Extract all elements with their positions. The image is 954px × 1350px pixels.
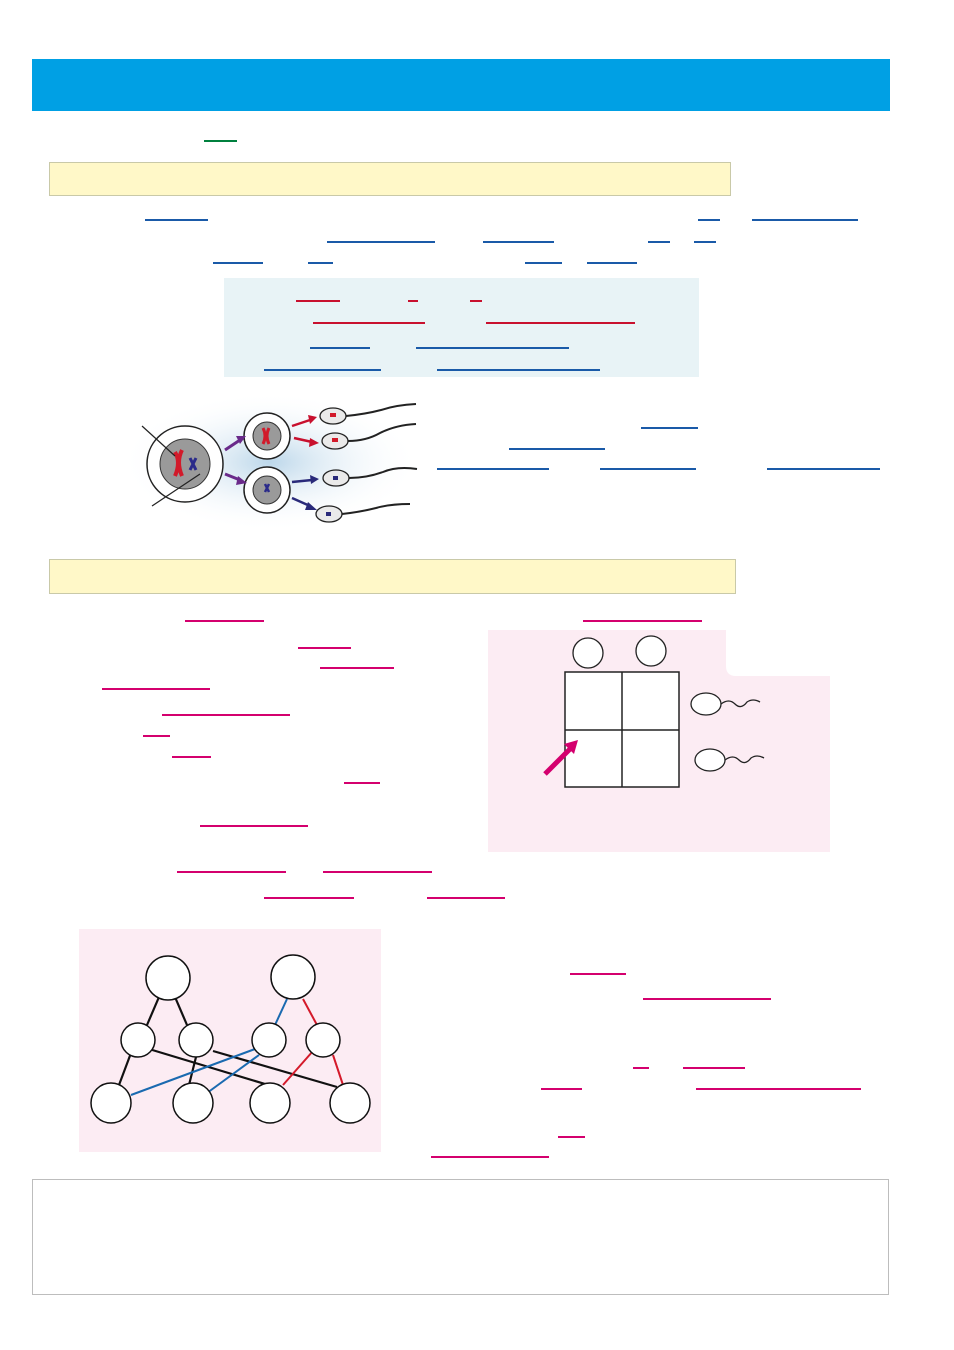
answer-blank[interactable] — [264, 369, 381, 371]
answer-blank[interactable] — [587, 262, 637, 264]
answer-blank[interactable] — [541, 1088, 582, 1090]
answer-blank[interactable] — [648, 241, 670, 243]
notes-box — [32, 1179, 889, 1295]
answer-blank[interactable] — [600, 468, 696, 470]
answer-blank[interactable] — [752, 219, 858, 221]
answer-blank[interactable] — [200, 825, 308, 827]
answer-blank[interactable] — [683, 1067, 745, 1069]
answer-blank[interactable] — [298, 647, 351, 649]
pedigree-chart — [79, 929, 381, 1152]
answer-blank[interactable] — [570, 973, 626, 975]
answer-blank[interactable] — [583, 620, 702, 622]
answer-blank[interactable] — [313, 322, 425, 324]
answer-blank[interactable] — [431, 1156, 549, 1158]
answer-blank[interactable] — [408, 300, 418, 302]
answer-blank[interactable] — [643, 998, 771, 1000]
punnett-square — [488, 630, 830, 852]
answer-blank[interactable] — [437, 369, 600, 371]
meiosis-diagram — [120, 392, 420, 532]
definition-panel — [224, 278, 699, 377]
answer-blank[interactable] — [641, 427, 698, 429]
answer-blank[interactable] — [185, 620, 264, 622]
answer-blank[interactable] — [696, 1088, 861, 1090]
answer-blank[interactable] — [767, 468, 880, 470]
answer-blank[interactable] — [145, 219, 208, 221]
answer-blank[interactable] — [509, 448, 605, 450]
answer-blank[interactable] — [416, 347, 569, 349]
answer-blank[interactable] — [327, 241, 435, 243]
answer-blank[interactable] — [204, 140, 237, 142]
answer-blank[interactable] — [172, 756, 211, 758]
answer-blank[interactable] — [213, 262, 263, 264]
answer-blank[interactable] — [264, 897, 354, 899]
answer-blank[interactable] — [320, 667, 394, 669]
section-bar-1 — [49, 162, 731, 196]
answer-blank[interactable] — [483, 241, 554, 243]
answer-blank[interactable] — [102, 688, 210, 690]
answer-blank[interactable] — [296, 300, 340, 302]
answer-blank[interactable] — [558, 1136, 585, 1138]
answer-blank[interactable] — [162, 714, 290, 716]
answer-blank[interactable] — [310, 347, 370, 349]
answer-blank[interactable] — [427, 897, 505, 899]
answer-blank[interactable] — [177, 871, 286, 873]
header-bar — [32, 59, 890, 111]
answer-blank[interactable] — [437, 468, 549, 470]
answer-blank[interactable] — [143, 735, 170, 737]
answer-blank[interactable] — [308, 262, 333, 264]
answer-blank[interactable] — [633, 1067, 649, 1069]
answer-blank[interactable] — [525, 262, 562, 264]
answer-blank[interactable] — [470, 300, 482, 302]
answer-blank[interactable] — [698, 219, 720, 221]
answer-blank[interactable] — [344, 782, 380, 784]
section-bar-2 — [49, 559, 736, 594]
answer-blank[interactable] — [323, 871, 432, 873]
answer-blank[interactable] — [694, 241, 716, 243]
answer-blank[interactable] — [486, 322, 635, 324]
